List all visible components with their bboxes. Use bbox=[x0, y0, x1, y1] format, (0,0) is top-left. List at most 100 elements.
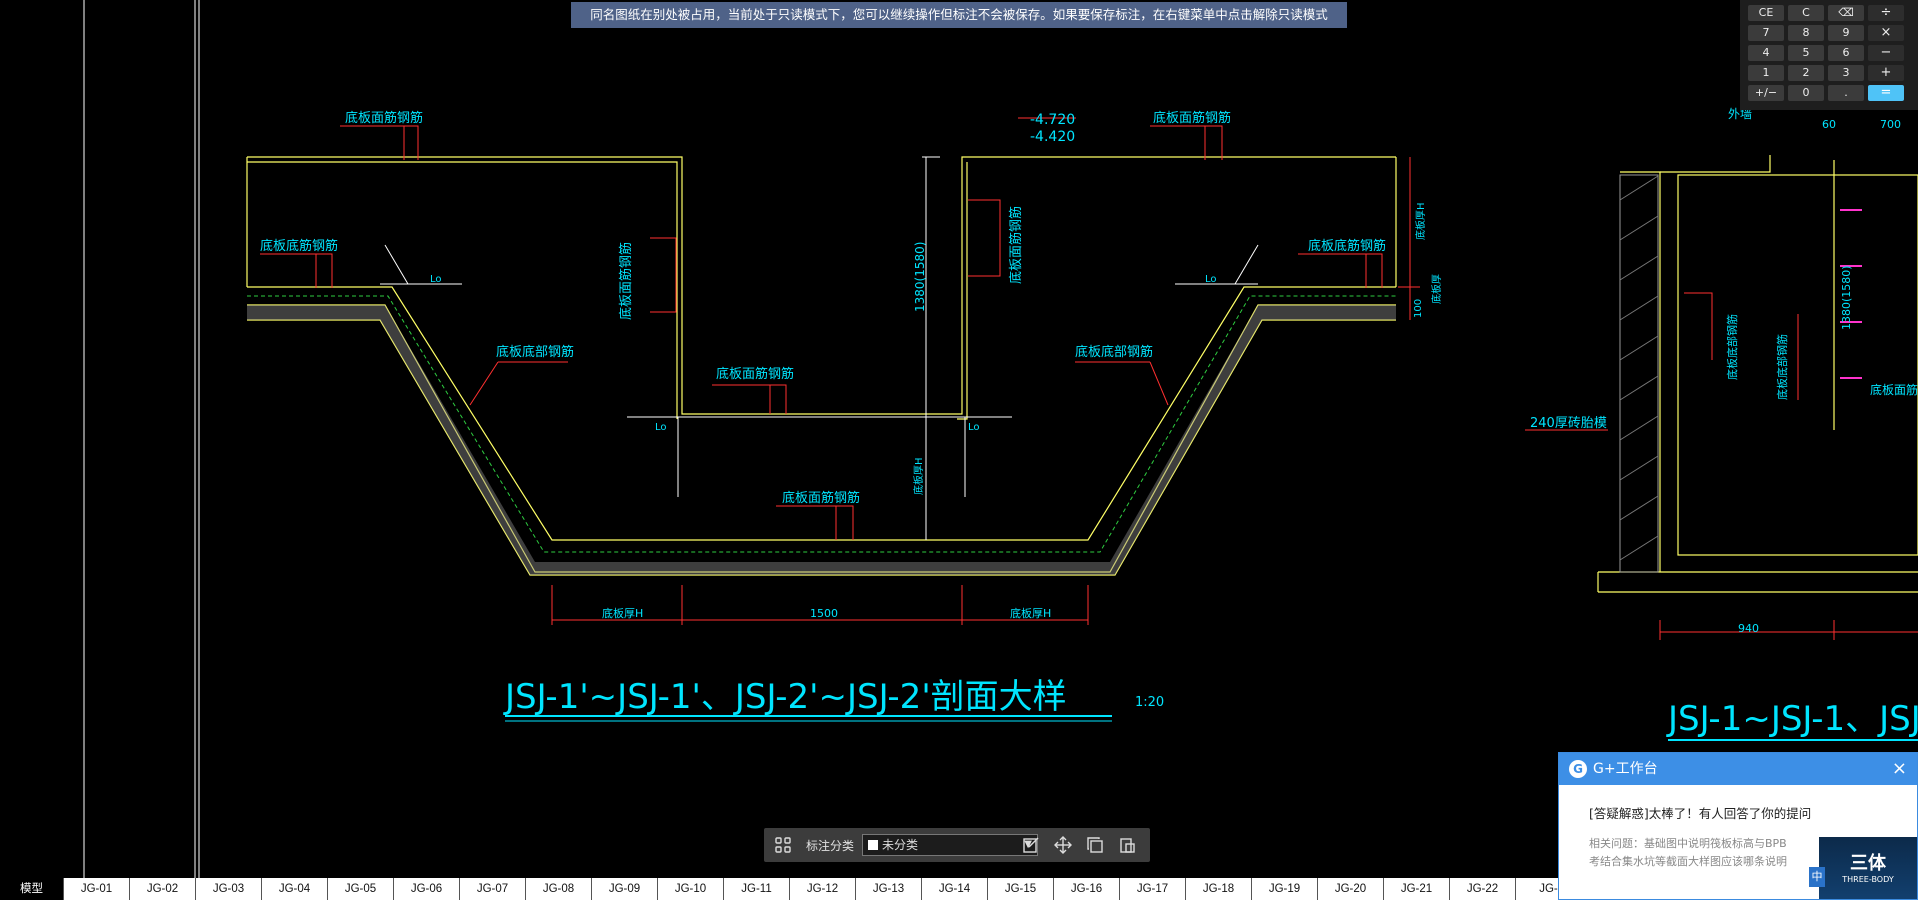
tab-layout[interactable]: JG-14 bbox=[922, 878, 988, 900]
label-bottom-rebar-left: 底板底筋钢筋 bbox=[260, 238, 338, 254]
calc-key[interactable]: 9 bbox=[1828, 25, 1864, 41]
tab-layout[interactable]: JG-07 bbox=[460, 878, 526, 900]
calc-key[interactable]: = bbox=[1868, 85, 1904, 101]
ad-title: 三体 bbox=[1850, 853, 1886, 874]
section-title: JSJ-1'~JSJ-1'、JSJ-2'~JSJ-2'剖面大样 bbox=[503, 677, 1067, 717]
calc-key[interactable]: ⌫ bbox=[1828, 5, 1864, 21]
side-700-label: 700 bbox=[1880, 118, 1901, 131]
tab-layout[interactable]: JG-13 bbox=[856, 878, 922, 900]
toolbar-label: 标注分类 bbox=[806, 839, 855, 853]
calc-key[interactable]: 4 bbox=[1748, 45, 1784, 61]
tab-layout[interactable]: JG-05 bbox=[328, 878, 394, 900]
category-swatch bbox=[868, 840, 878, 850]
label-slope-rebar-right: 底板底部钢筋 bbox=[1075, 344, 1153, 360]
g-logo-icon: G bbox=[1569, 760, 1587, 778]
ad-subtitle: THREE-BODY bbox=[1842, 875, 1894, 884]
tab-layout[interactable]: JG-09 bbox=[592, 878, 658, 900]
side-magenta-ties bbox=[1840, 209, 1862, 379]
close-icon[interactable]: × bbox=[1891, 758, 1907, 779]
tab-layout[interactable]: JG-17 bbox=[1120, 878, 1186, 900]
tab-layout[interactable]: JG-22 bbox=[1450, 878, 1516, 900]
label-dim-left: 底板厚H bbox=[602, 606, 643, 620]
copy-icon[interactable] bbox=[1086, 836, 1104, 854]
category-select[interactable]: 未分类 ▼ bbox=[862, 834, 1038, 856]
tab-model[interactable]: 模型 bbox=[0, 878, 64, 900]
calc-key[interactable]: . bbox=[1828, 85, 1864, 101]
tab-layout[interactable]: JG-10 bbox=[658, 878, 724, 900]
move-icon[interactable] bbox=[1054, 836, 1072, 854]
tab-layout[interactable]: JG-04 bbox=[262, 878, 328, 900]
label-depth-dim: 1380(1580) bbox=[913, 242, 927, 312]
edit-icon[interactable] bbox=[1022, 836, 1040, 854]
side-title: JSJ-1~JSJ-1、JSJ- bbox=[1666, 699, 1918, 739]
label-lo-right: Lo bbox=[968, 422, 980, 433]
calc-key[interactable]: CE bbox=[1748, 5, 1784, 21]
calc-key[interactable]: 1 bbox=[1748, 65, 1784, 81]
calc-key[interactable]: ÷ bbox=[1868, 5, 1904, 21]
label-pit-bottom-top: 底板面筋钢筋 bbox=[716, 366, 794, 382]
calc-key[interactable]: C bbox=[1788, 5, 1824, 21]
calc-key[interactable]: 3 bbox=[1828, 65, 1864, 81]
tab-layout[interactable]: JG-06 bbox=[394, 878, 460, 900]
calc-key[interactable]: × bbox=[1868, 25, 1904, 41]
calc-key[interactable]: 7 bbox=[1748, 25, 1784, 41]
side-940-label: 940 bbox=[1738, 622, 1759, 635]
readonly-banner: 同名图纸在别处被占用，当前处于只读模式下，您可以继续操作但标注不会被保存。如果要… bbox=[571, 2, 1347, 28]
tab-layout[interactable]: JG-20 bbox=[1318, 878, 1384, 900]
category-select-value: 未分类 bbox=[882, 838, 919, 852]
label-top-rebar-left: 底板面筋钢筋 bbox=[345, 110, 423, 126]
side-outer-label: 外墙 bbox=[1728, 107, 1752, 121]
label-pit-wall-left: 底板面筋钢筋 bbox=[618, 242, 634, 320]
rebar-leaders bbox=[260, 117, 1383, 540]
tab-layout[interactable]: JG-21 bbox=[1384, 878, 1450, 900]
notification-line-1[interactable]: [答疑解惑]太棒了！有人回答了你的提问 bbox=[1589, 806, 1812, 821]
label-elev-1: -4.720 bbox=[1030, 112, 1075, 128]
side-brick-hatch-lines bbox=[1619, 175, 1659, 561]
calc-key[interactable]: 5 bbox=[1788, 45, 1824, 61]
label-pit-wall-right: 底板面筋钢筋 bbox=[1008, 206, 1024, 284]
notification-header: G G+工作台 × bbox=[1559, 753, 1917, 785]
ime-badge[interactable]: 中 bbox=[1809, 867, 1825, 887]
tab-layout[interactable]: JG-12 bbox=[790, 878, 856, 900]
side-60-label: 60 bbox=[1822, 118, 1836, 131]
label-bottom-rebar-right: 底板底筋钢筋 bbox=[1308, 238, 1386, 254]
ad-thumbnail[interactable]: 三体 THREE-BODY bbox=[1819, 837, 1917, 899]
calc-key[interactable]: +/− bbox=[1748, 85, 1784, 101]
calc-key[interactable]: 6 bbox=[1828, 45, 1864, 61]
tab-layout[interactable]: JG-16 bbox=[1054, 878, 1120, 900]
side-rebar3-label: 底板面筋钢筋 bbox=[1870, 382, 1918, 397]
label-elev-2: -4.420 bbox=[1030, 129, 1075, 145]
tab-layout[interactable]: JG-15 bbox=[988, 878, 1054, 900]
brick-hatch bbox=[1619, 174, 1659, 573]
label-slope-rebar-left: 底板底部钢筋 bbox=[496, 344, 574, 360]
paste-icon[interactable] bbox=[1118, 836, 1136, 854]
title-underlines bbox=[505, 715, 1112, 722]
label-dim-mid: 1500 bbox=[810, 607, 838, 620]
tab-layout[interactable]: JG-18 bbox=[1186, 878, 1252, 900]
label-la-right: Lo bbox=[1205, 274, 1217, 285]
calc-key[interactable]: 8 bbox=[1788, 25, 1824, 41]
section-scale: 1:20 bbox=[1135, 695, 1164, 710]
side-rebar1-label: 底板底部钢筋 bbox=[1725, 314, 1739, 380]
tab-layout[interactable]: JG-08 bbox=[526, 878, 592, 900]
dimension-lines bbox=[551, 157, 1420, 625]
label-depth-H: 底板厚H bbox=[912, 457, 925, 495]
tab-layout[interactable]: JG-11 bbox=[724, 878, 790, 900]
tab-layout[interactable]: JG-19 bbox=[1252, 878, 1318, 900]
label-dim-right: 底板厚H bbox=[1010, 606, 1051, 620]
calc-key[interactable]: + bbox=[1868, 65, 1904, 81]
calc-key[interactable]: − bbox=[1868, 45, 1904, 61]
calc-key[interactable]: 2 bbox=[1788, 65, 1824, 81]
tab-layout[interactable]: JG-01 bbox=[64, 878, 130, 900]
tab-layout[interactable]: JG-03 bbox=[196, 878, 262, 900]
workbench-notification: G G+工作台 × [答疑解惑]太棒了！有人回答了你的提问 相关问题：基础图中说… bbox=[1558, 752, 1918, 900]
notification-line-2: 相关问题：基础图中说明筏板标高与BPB bbox=[1589, 837, 1787, 850]
tab-layout[interactable]: JG-02 bbox=[130, 878, 196, 900]
grid-icon[interactable] bbox=[774, 836, 792, 854]
label-right-H: 底板厚H bbox=[1414, 202, 1427, 240]
annotation-toolbar: 标注分类 未分类 ▼ bbox=[764, 828, 1150, 862]
calc-key[interactable]: 0 bbox=[1788, 85, 1824, 101]
concrete-hatch bbox=[247, 295, 1396, 575]
